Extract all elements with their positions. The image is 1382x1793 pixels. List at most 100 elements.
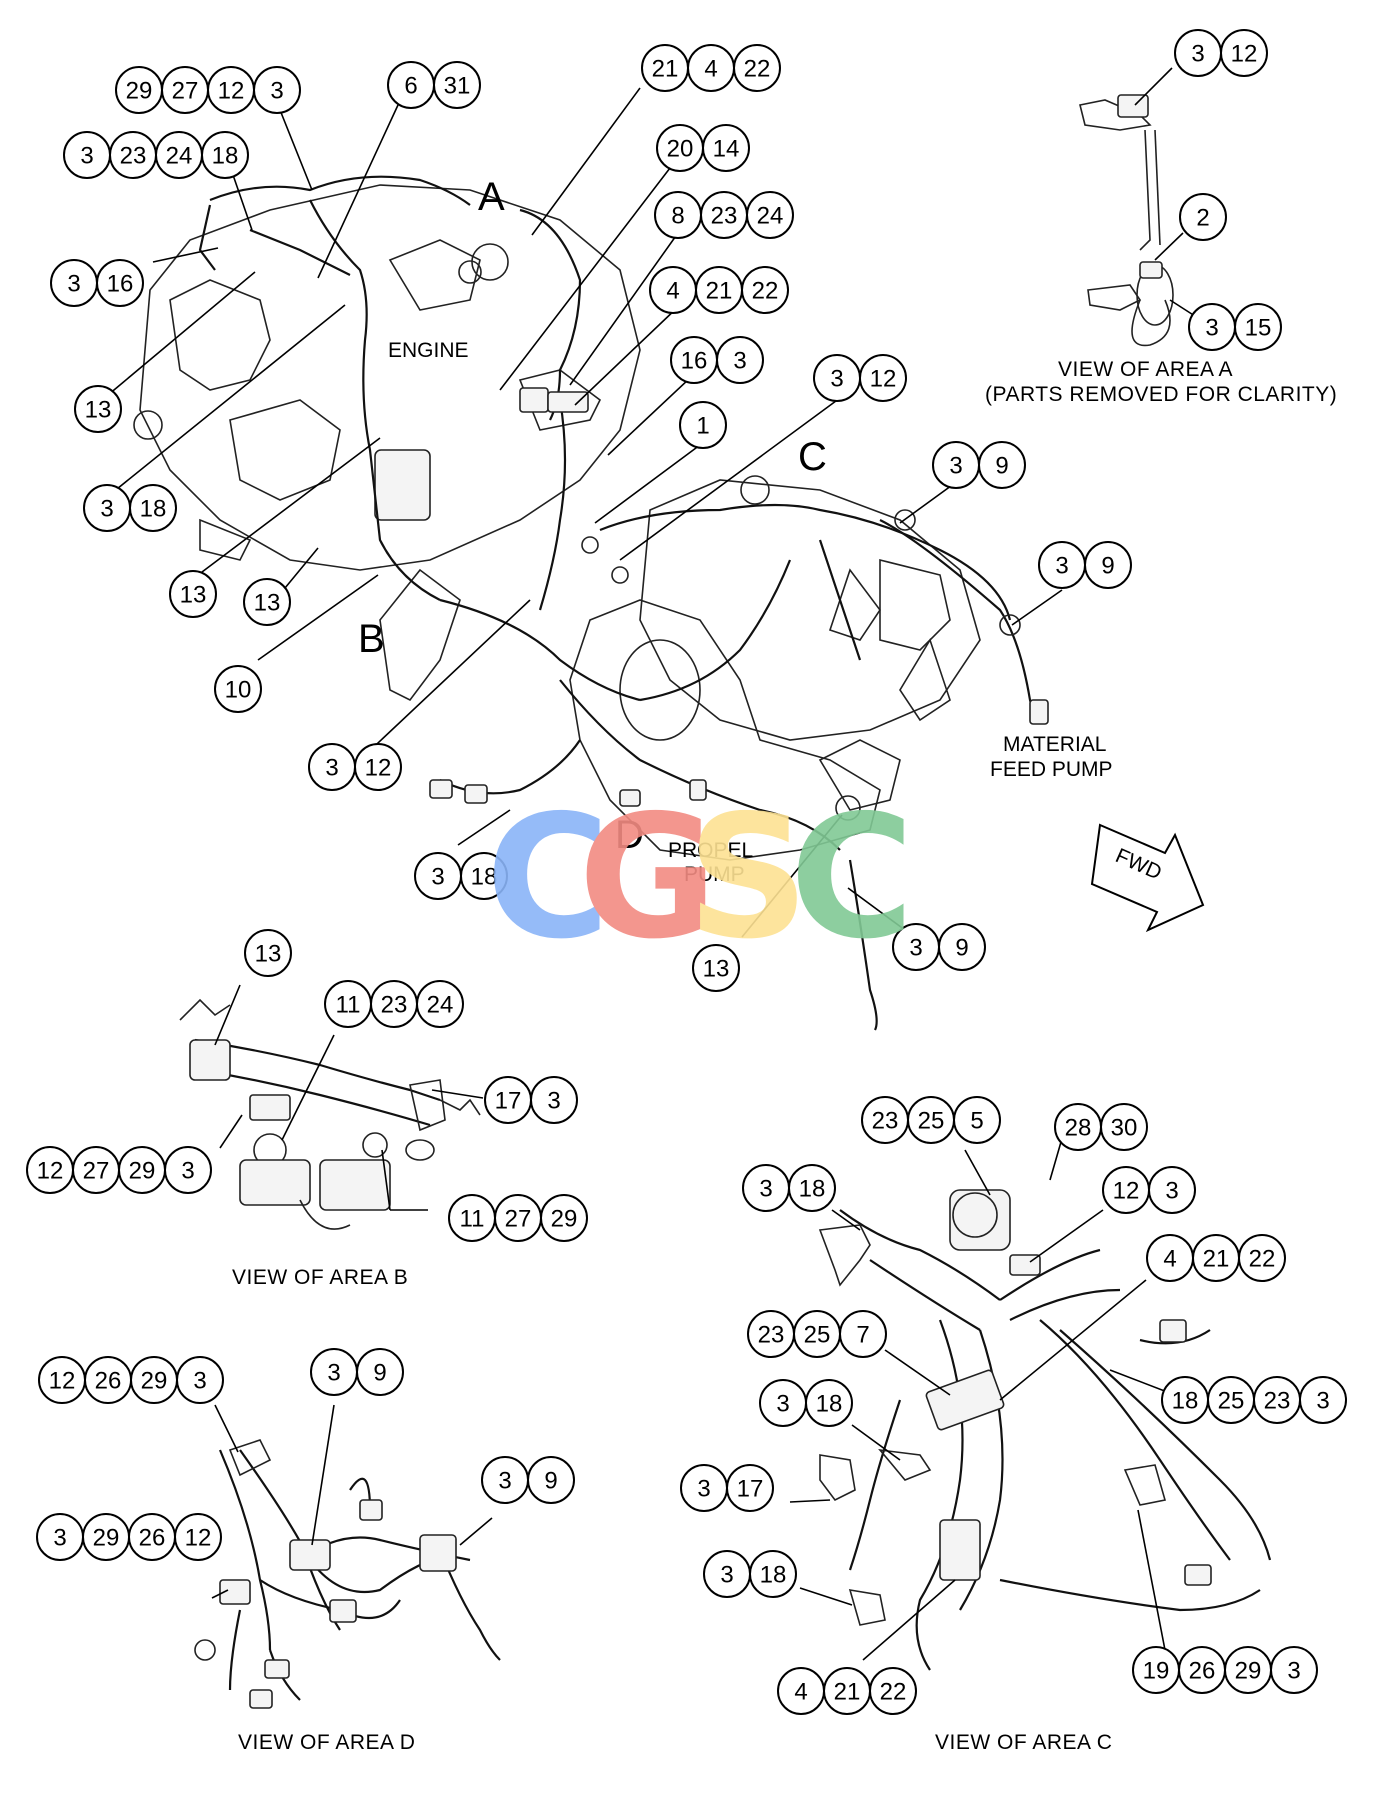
callout-circle [1220,29,1268,77]
callout-number: 9 [955,935,968,962]
callout-number: 14 [713,136,740,163]
callout-number: 3 [547,1088,560,1115]
callout-number: 24 [757,203,784,230]
callout-number: 15 [1245,315,1272,342]
callout-number: 4 [1163,1246,1176,1273]
callout-circle [839,1310,887,1358]
callout-number: 22 [880,1679,907,1706]
callout-number: 27 [172,78,199,105]
callout-number: 28 [1065,1115,1092,1142]
material-feed-pump-label-line1: MATERIAL [1003,733,1106,756]
area-a-letter: A [478,175,505,219]
callout-number: 8 [671,203,684,230]
callout-group: 12 3 [1102,1166,1196,1214]
fwd-arrow: FWD [1090,823,1205,933]
callout-number: 3 [100,496,113,523]
callout-group: 16 3 [670,336,764,384]
callout-number: 13 [254,590,281,617]
view-area-d-caption: VIEW OF AREA D [238,1731,415,1754]
callout-circle [733,44,781,92]
callout-circle [1299,1376,1347,1424]
main-labels: ENGINE MATERIAL FEED PUMP PROPEL PUMP A … [358,175,1113,886]
callout-circle [176,1356,224,1404]
callout-circle [433,61,481,109]
callout-circle [805,1379,853,1427]
callout-number: 3 [67,271,80,298]
callout-number: 12 [185,1525,212,1552]
watermark-letter: S [687,779,809,977]
callout-number: 7 [856,1322,869,1349]
callout-circle [788,1164,836,1212]
callout-number: 3 [181,1158,194,1185]
callout-circle [1148,1166,1196,1214]
callout-number: 3 [830,366,843,393]
view-area-c-drawing [818,1189,1272,1671]
callout-number: 29 [126,78,153,105]
callout-number: 13 [180,582,207,609]
callout-circle [129,484,177,532]
callout-number: 12 [218,78,245,105]
callout-circle [244,929,292,977]
callout-number: 1 [696,413,709,440]
callout-number: 29 [93,1525,120,1552]
main-wiring-harness [198,175,1049,1031]
callout-circle [354,743,402,791]
callout-circle [527,1456,575,1504]
callout-group: 21 4 22 [641,44,781,92]
callout-circle [164,1146,212,1194]
callout-number: 16 [681,348,708,375]
callout-number: 4 [704,56,717,83]
callout-circle [416,980,464,1028]
callout-circle [356,1348,404,1396]
callout-number: 11 [336,992,361,1019]
callout-number: 3 [733,348,746,375]
callout-number: 17 [737,1476,764,1503]
callout-number: 21 [652,56,679,83]
callout-circle [1084,541,1132,589]
callout-number: 12 [37,1158,64,1185]
watermark-letter: C [790,779,915,977]
callout-number: 18 [799,1176,826,1203]
view-area-a-caption: VIEW OF AREA A (PARTS REMOVED FOR CLARIT… [985,358,1337,406]
callout-number: 3 [431,864,444,891]
callout-group: 2 [1179,193,1227,241]
callout-circle [859,354,907,402]
callout-group: 10 [214,665,262,713]
callout-circle [749,1550,797,1598]
callout-number: 24 [166,143,193,170]
callout-circle [96,259,144,307]
callout-number: 22 [744,56,771,83]
callout-number: 9 [995,453,1008,480]
view-a-title: VIEW OF AREA A [1058,358,1233,381]
propel-pump-label-line2: PUMP [684,863,745,886]
callout-number: 18 [1172,1388,1199,1415]
callout-number: 23 [1264,1388,1291,1415]
callout-number: 31 [444,73,471,100]
callout-number: 12 [870,366,897,393]
callout-number: 23 [872,1108,899,1135]
callout-number: 3 [53,1525,66,1552]
propel-pump [569,599,901,861]
callout-circle [702,124,750,172]
callout-number: 12 [1113,1178,1140,1205]
callout-number: 3 [1165,1178,1178,1205]
callout-number: 5 [970,1108,983,1135]
watermark-letter: C [486,779,611,977]
